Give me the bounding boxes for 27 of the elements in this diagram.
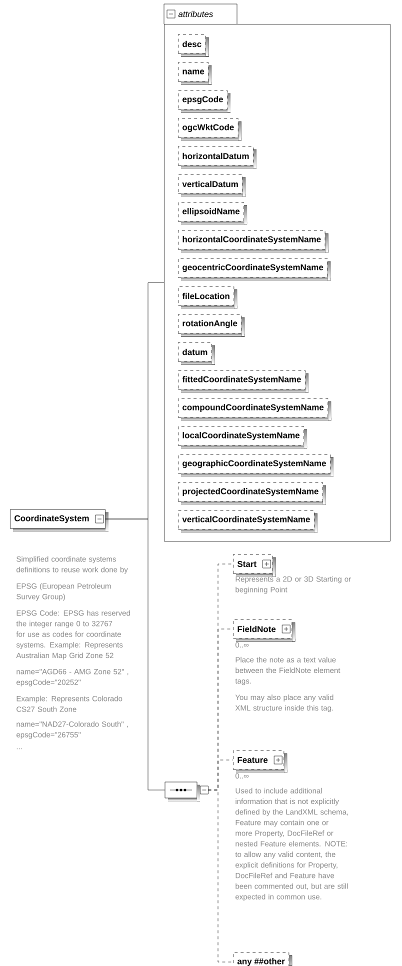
attribute-box: datum: [178, 342, 215, 365]
attribute-box: fittedCoordinateSystemName: [178, 370, 308, 393]
attribute-box: epsgCode: [178, 90, 230, 113]
attribute-box: name: [178, 62, 212, 85]
element-box: Start: [233, 554, 276, 577]
attribute-box: horizontalCoordinateSystemName: [178, 230, 328, 253]
node-label: attributes: [178, 10, 213, 18]
element-box: FieldNote: [233, 619, 296, 642]
attribute-box: localCoordinateSystemName: [178, 426, 308, 449]
connector-line: [105, 518, 165, 790]
attribute-box: verticalDatum: [178, 174, 246, 197]
element-box: Feature: [233, 750, 288, 773]
attribute-box: projectedCoordinateSystemName: [178, 482, 326, 505]
element-box: any ##other: [233, 952, 292, 966]
attribute-box: verticalCoordinateSystemName: [178, 510, 318, 533]
attribute-box: compoundCoordinateSystemName: [178, 398, 332, 421]
attribute-box: ogcWktCode: [178, 118, 242, 141]
element-box: CoordinateSystem: [10, 509, 108, 532]
attribute-box: fileLocation: [178, 286, 238, 309]
attribute-box: desc: [178, 34, 209, 57]
attribute-box: horizontalDatum: [178, 146, 256, 169]
attribute-box: geographicCoordinateSystemName: [178, 454, 334, 477]
connector-line: [208, 790, 234, 962]
attribute-box: ellipsoidName: [178, 202, 248, 225]
attribute-box: geocentricCoordinateSystemName: [178, 258, 331, 281]
attribute-box: rotationAngle: [178, 314, 245, 337]
sequence-symbol: [164, 782, 208, 802]
